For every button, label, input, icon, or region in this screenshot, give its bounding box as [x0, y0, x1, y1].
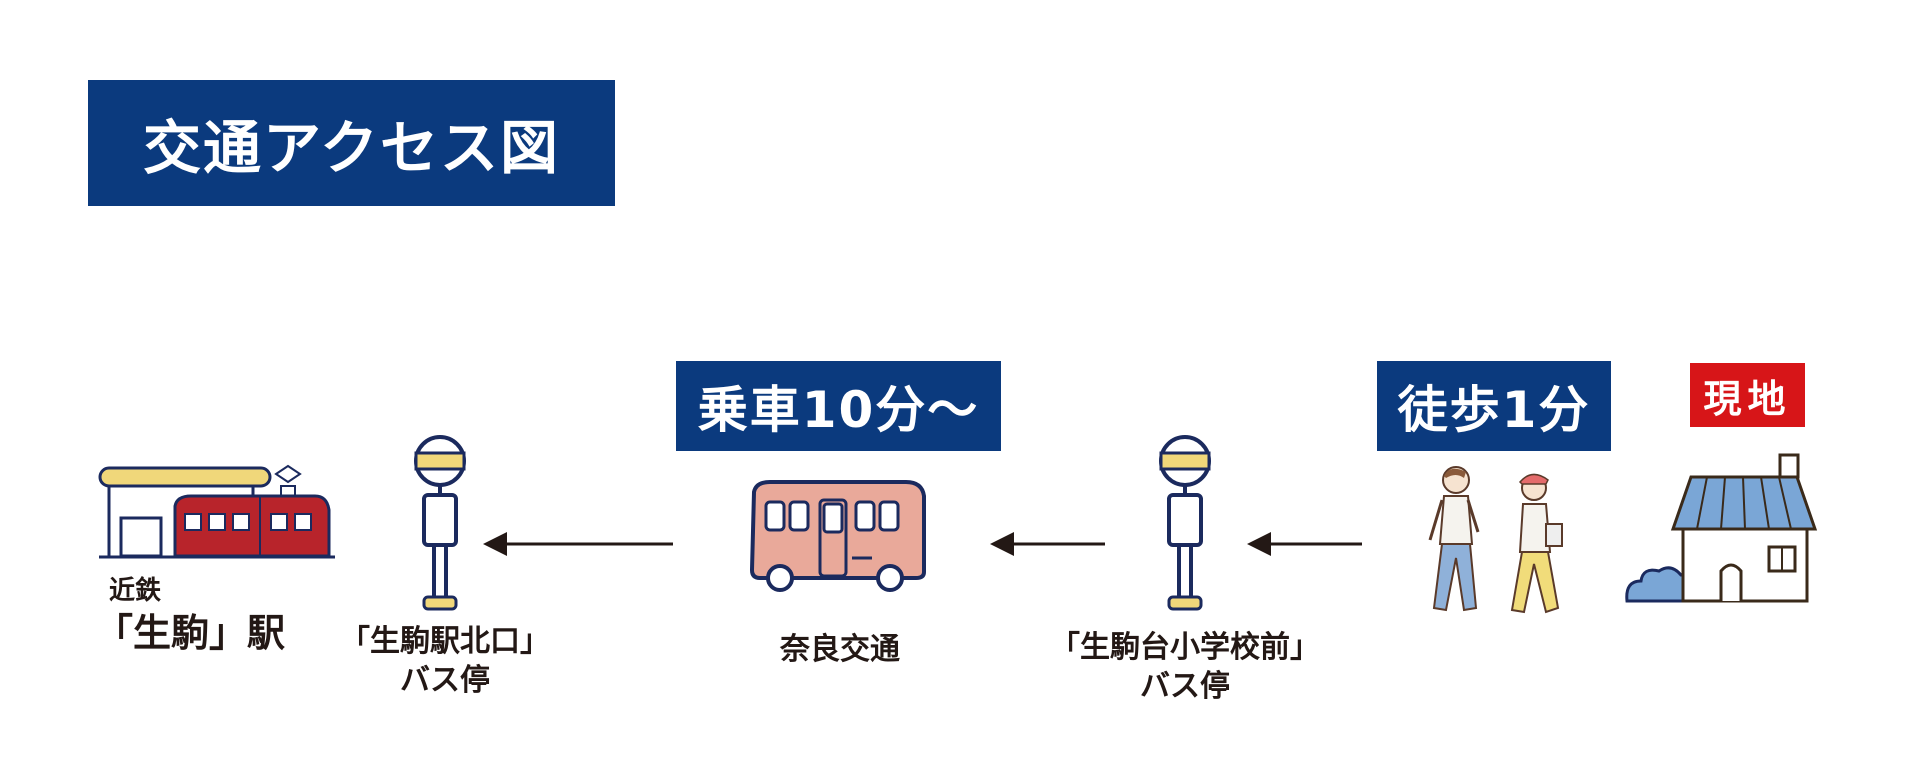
bus-stop-school-name: 「生駒台小学校前」	[1050, 630, 1320, 665]
bus-company-name: 奈良交通	[780, 632, 900, 667]
page-title: 交通アクセス図	[142, 114, 561, 182]
arrow-left-icon	[990, 532, 1105, 556]
bus-stop-north-type: バス停	[400, 663, 490, 698]
bus-company-label: 奈良交通	[740, 630, 940, 669]
ride-time-label: 乗車10分～	[697, 381, 980, 439]
bus-icon	[749, 480, 926, 592]
walking-people-icon	[1428, 466, 1563, 614]
station-label: 近鉄 「生駒」駅	[95, 575, 295, 658]
house-icon	[1625, 453, 1818, 603]
title-banner: 交通アクセス図	[88, 80, 615, 206]
arrow-left-icon	[483, 532, 673, 556]
bus-stop-north-label: 「生駒駅北口」 バス停	[325, 622, 565, 700]
site-badge-label: 現地	[1703, 376, 1792, 421]
station-line-name: 近鉄	[109, 576, 162, 606]
walk-time-banner: 徒歩1分	[1377, 361, 1611, 451]
bus-stop-north-name: 「生駒駅北口」	[340, 624, 550, 659]
walk-time-label: 徒歩1分	[1397, 381, 1591, 439]
station-name: 「生駒」駅	[95, 610, 286, 655]
station-icon	[98, 464, 335, 559]
bus-stop-school-type: バス停	[1140, 669, 1230, 704]
site-badge: 現地	[1690, 363, 1805, 427]
bus-stop-icon	[1159, 435, 1211, 611]
arrow-left-icon	[1247, 532, 1362, 556]
ride-time-banner: 乗車10分～	[676, 361, 1001, 451]
bus-stop-icon	[414, 435, 466, 611]
bus-stop-school-label: 「生駒台小学校前」 バス停	[1025, 628, 1345, 706]
